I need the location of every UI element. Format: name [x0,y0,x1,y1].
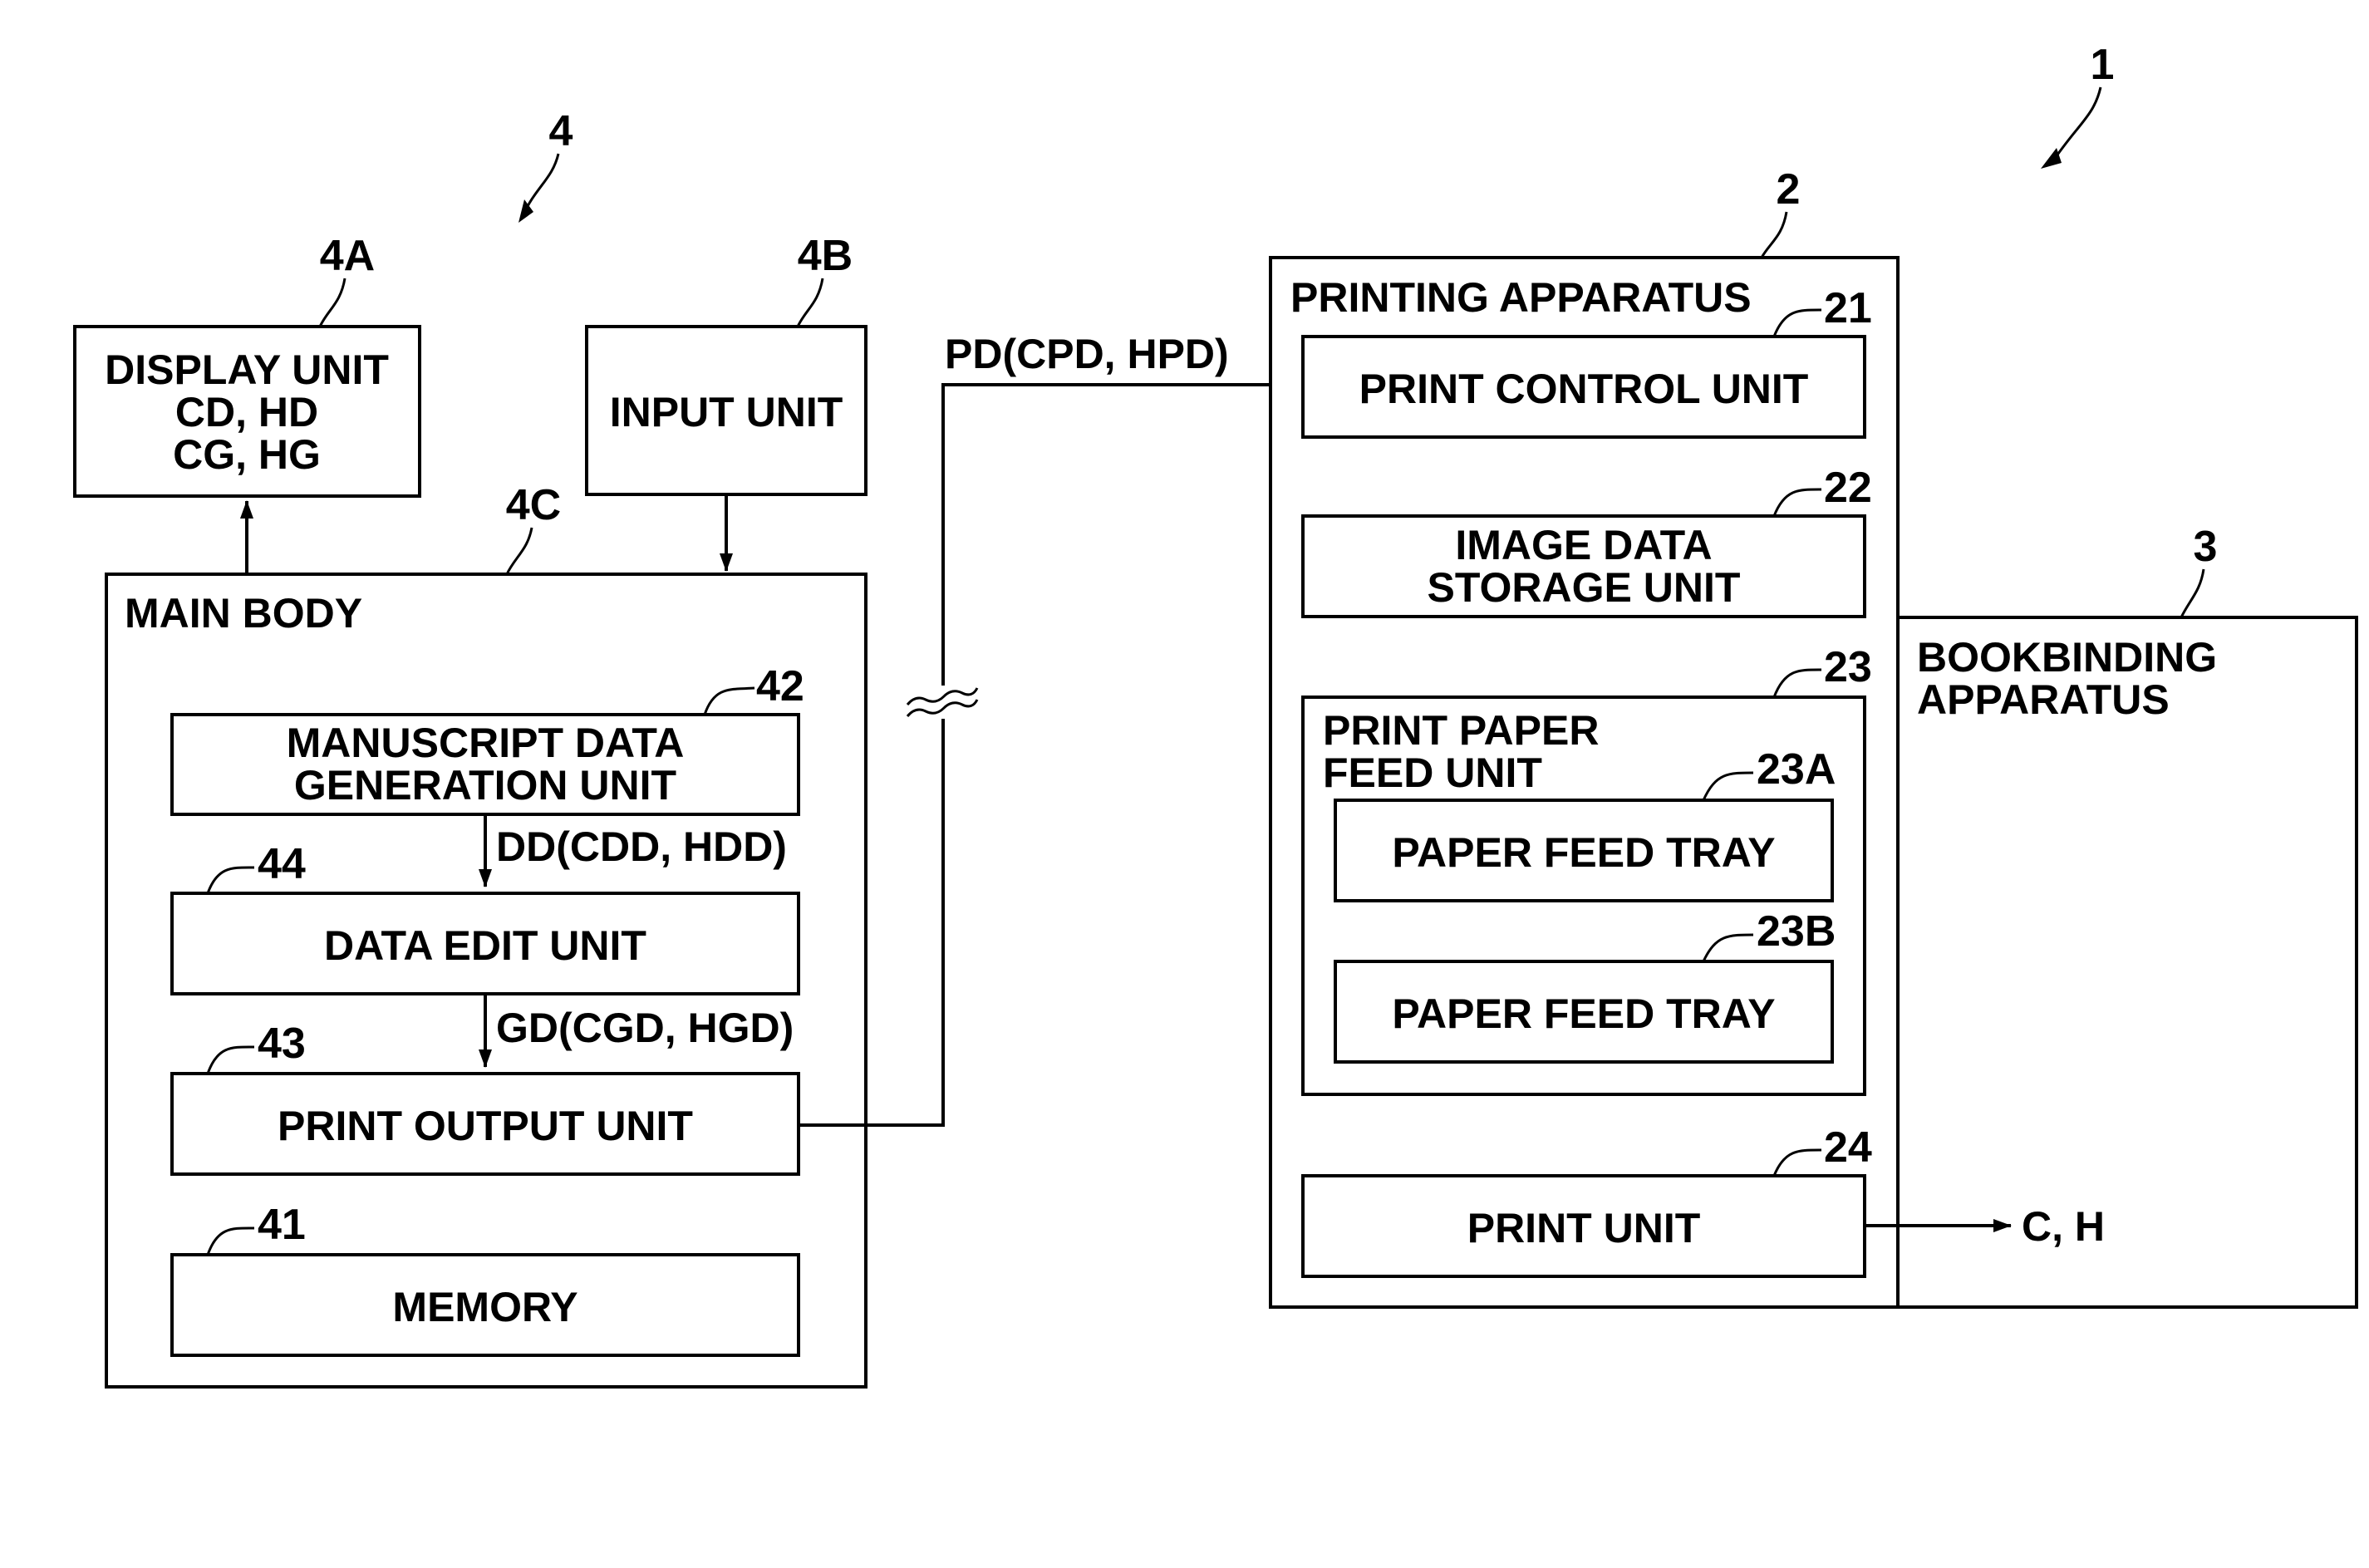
leader-terminal [523,154,558,214]
image-data-storage-unit-label-2: STORAGE UNIT [1428,564,1741,611]
leader-main-body [507,528,532,574]
ref-printing-apparatus: 2 [1777,165,1801,214]
printing-apparatus-label: PRINTING APPARATUS [1290,274,1752,321]
leader-display-unit [320,278,345,327]
ref-main-body: 4C [506,481,561,529]
ref-input-unit: 4B [798,232,853,280]
input-unit: INPUT UNIT [587,327,866,494]
ref-print-paper-feed-unit: 23 [1824,643,1872,691]
leader-system [2052,87,2101,162]
bookbinding-apparatus-label-1: BOOKBINDING [1917,634,2217,681]
print-output-unit-label: PRINT OUTPUT UNIT [278,1103,693,1149]
image-data-storage-unit-label-1: IMAGE DATA [1455,522,1712,568]
ref-display-unit: 4A [320,232,375,280]
manuscript-unit-label-1: MANUSCRIPT DATA [287,720,685,766]
signal-output: C, H [2022,1203,2105,1250]
ref-terminal: 4 [549,107,573,155]
manuscript-unit-label-2: GENERATION UNIT [294,762,676,809]
ref-memory: 41 [258,1201,306,1249]
ref-manuscript-unit: 42 [756,662,804,710]
main-body-label: MAIN BODY [125,590,362,637]
leader-bookbinding-apparatus [2181,569,2204,617]
paper-feed-tray-b-label: PAPER FEED TRAY [1392,990,1775,1037]
connection-pd [799,385,1300,1125]
print-control-unit-label: PRINT CONTROL UNIT [1359,366,1809,412]
ref-print-unit: 24 [1824,1123,1872,1172]
ref-paper-feed-tray-a: 23A [1757,745,1836,794]
ref-data-edit-unit: 44 [258,840,306,888]
ref-bookbinding-apparatus: 3 [2194,523,2218,571]
input-unit-label: INPUT UNIT [610,389,843,435]
leader-printing-apparatus [1762,212,1787,258]
ref-paper-feed-tray-b: 23B [1757,907,1836,956]
memory-label: MEMORY [392,1284,578,1330]
leader-arrow-system [2041,148,2062,169]
ref-print-control-unit: 21 [1824,284,1872,332]
line-break-gap [906,686,981,719]
main-body: MAIN BODY 42 MANUSCRIPT DATA GENERATION … [106,574,866,1387]
signal-gd: GD(CGD, HGD) [496,1005,794,1051]
print-paper-feed-unit-label-2: FEED UNIT [1323,750,1542,796]
signal-pd: PD(CPD, HPD) [945,331,1229,377]
data-edit-unit-label: DATA EDIT UNIT [324,922,646,969]
bookbinding-apparatus-label-2: APPARATUS [1917,676,2170,723]
leader-arrow-terminal [519,199,533,223]
printing-apparatus: PRINTING APPARATUS 21 PRINT CONTROL UNIT… [1271,258,1898,1307]
bookbinding-apparatus: BOOKBINDING APPARATUS [1898,617,2357,1307]
display-unit-content-2: CG, HG [173,431,321,478]
display-unit-label: DISPLAY UNIT [105,347,389,393]
signal-dd: DD(CDD, HDD) [496,823,787,870]
print-paper-feed-unit-label-1: PRINT PAPER [1323,707,1599,754]
display-unit-content-1: CD, HD [175,389,318,435]
ref-print-output-unit: 43 [258,1020,306,1068]
ref-image-data-storage-unit: 22 [1824,464,1872,512]
print-unit-label: PRINT UNIT [1467,1205,1701,1251]
leader-input-unit [798,278,823,327]
ref-system: 1 [2091,41,2115,89]
paper-feed-tray-a-label: PAPER FEED TRAY [1392,829,1775,876]
display-unit: DISPLAY UNIT CD, HD CG, HG [75,327,420,496]
